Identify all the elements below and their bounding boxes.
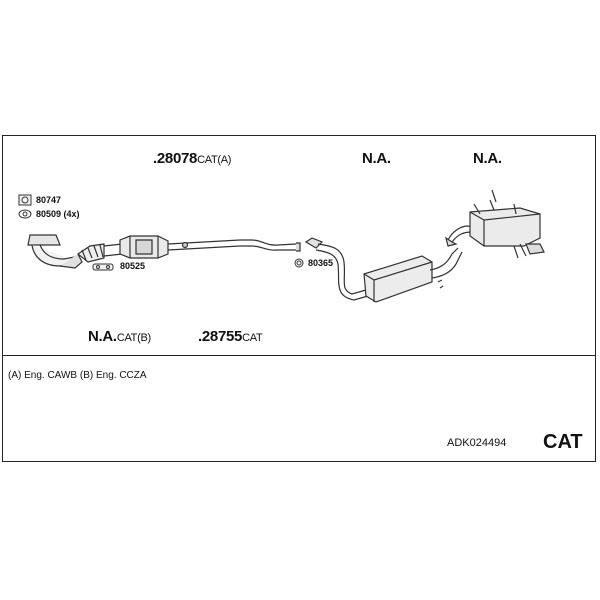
part-suffix: CAT(B) bbox=[116, 332, 151, 344]
rear-silencer-part bbox=[445, 189, 545, 259]
part-number: .28755 bbox=[198, 328, 243, 345]
frame-divider bbox=[2, 355, 596, 356]
part-label-28078: .28078CAT(A) bbox=[153, 151, 231, 166]
category-tag: CAT bbox=[543, 431, 583, 453]
ring-80365-icon bbox=[294, 258, 304, 268]
accessory-label-80365: 80365 bbox=[308, 258, 334, 268]
part-label-na-center: N.A. bbox=[362, 151, 391, 166]
gasket-80509-icon bbox=[18, 209, 32, 219]
accessory-label-80509: 80509 (4x) bbox=[36, 209, 80, 219]
part-label-28755: .28755CAT bbox=[198, 328, 263, 345]
diagram-frame bbox=[2, 135, 596, 462]
gasket-80525-icon bbox=[92, 263, 114, 271]
part-label-na-catb: N.A.CAT(B) bbox=[88, 329, 151, 344]
part-number: .28078 bbox=[153, 150, 198, 167]
part-label-na-rear: N.A. bbox=[473, 151, 502, 166]
accessory-label-80525: 80525 bbox=[120, 261, 146, 271]
part-number: N.A. bbox=[88, 328, 117, 345]
catalytic-converter-part bbox=[103, 235, 169, 259]
part-suffix: CAT bbox=[242, 332, 263, 344]
part-number: N.A. bbox=[473, 150, 502, 167]
engine-note: (A) Eng. CAWB (B) Eng. CCZA bbox=[8, 370, 147, 381]
front-pipe-part bbox=[27, 234, 105, 269]
kit-code: ADK024494 bbox=[447, 437, 507, 449]
center-silencer-part bbox=[304, 237, 463, 303]
part-suffix: CAT(A) bbox=[197, 154, 232, 166]
middle-pipe-part bbox=[167, 239, 301, 252]
accessory-label-80747: 80747 bbox=[36, 195, 62, 205]
part-number: N.A. bbox=[362, 150, 391, 167]
clamp-80747-icon bbox=[18, 194, 32, 206]
